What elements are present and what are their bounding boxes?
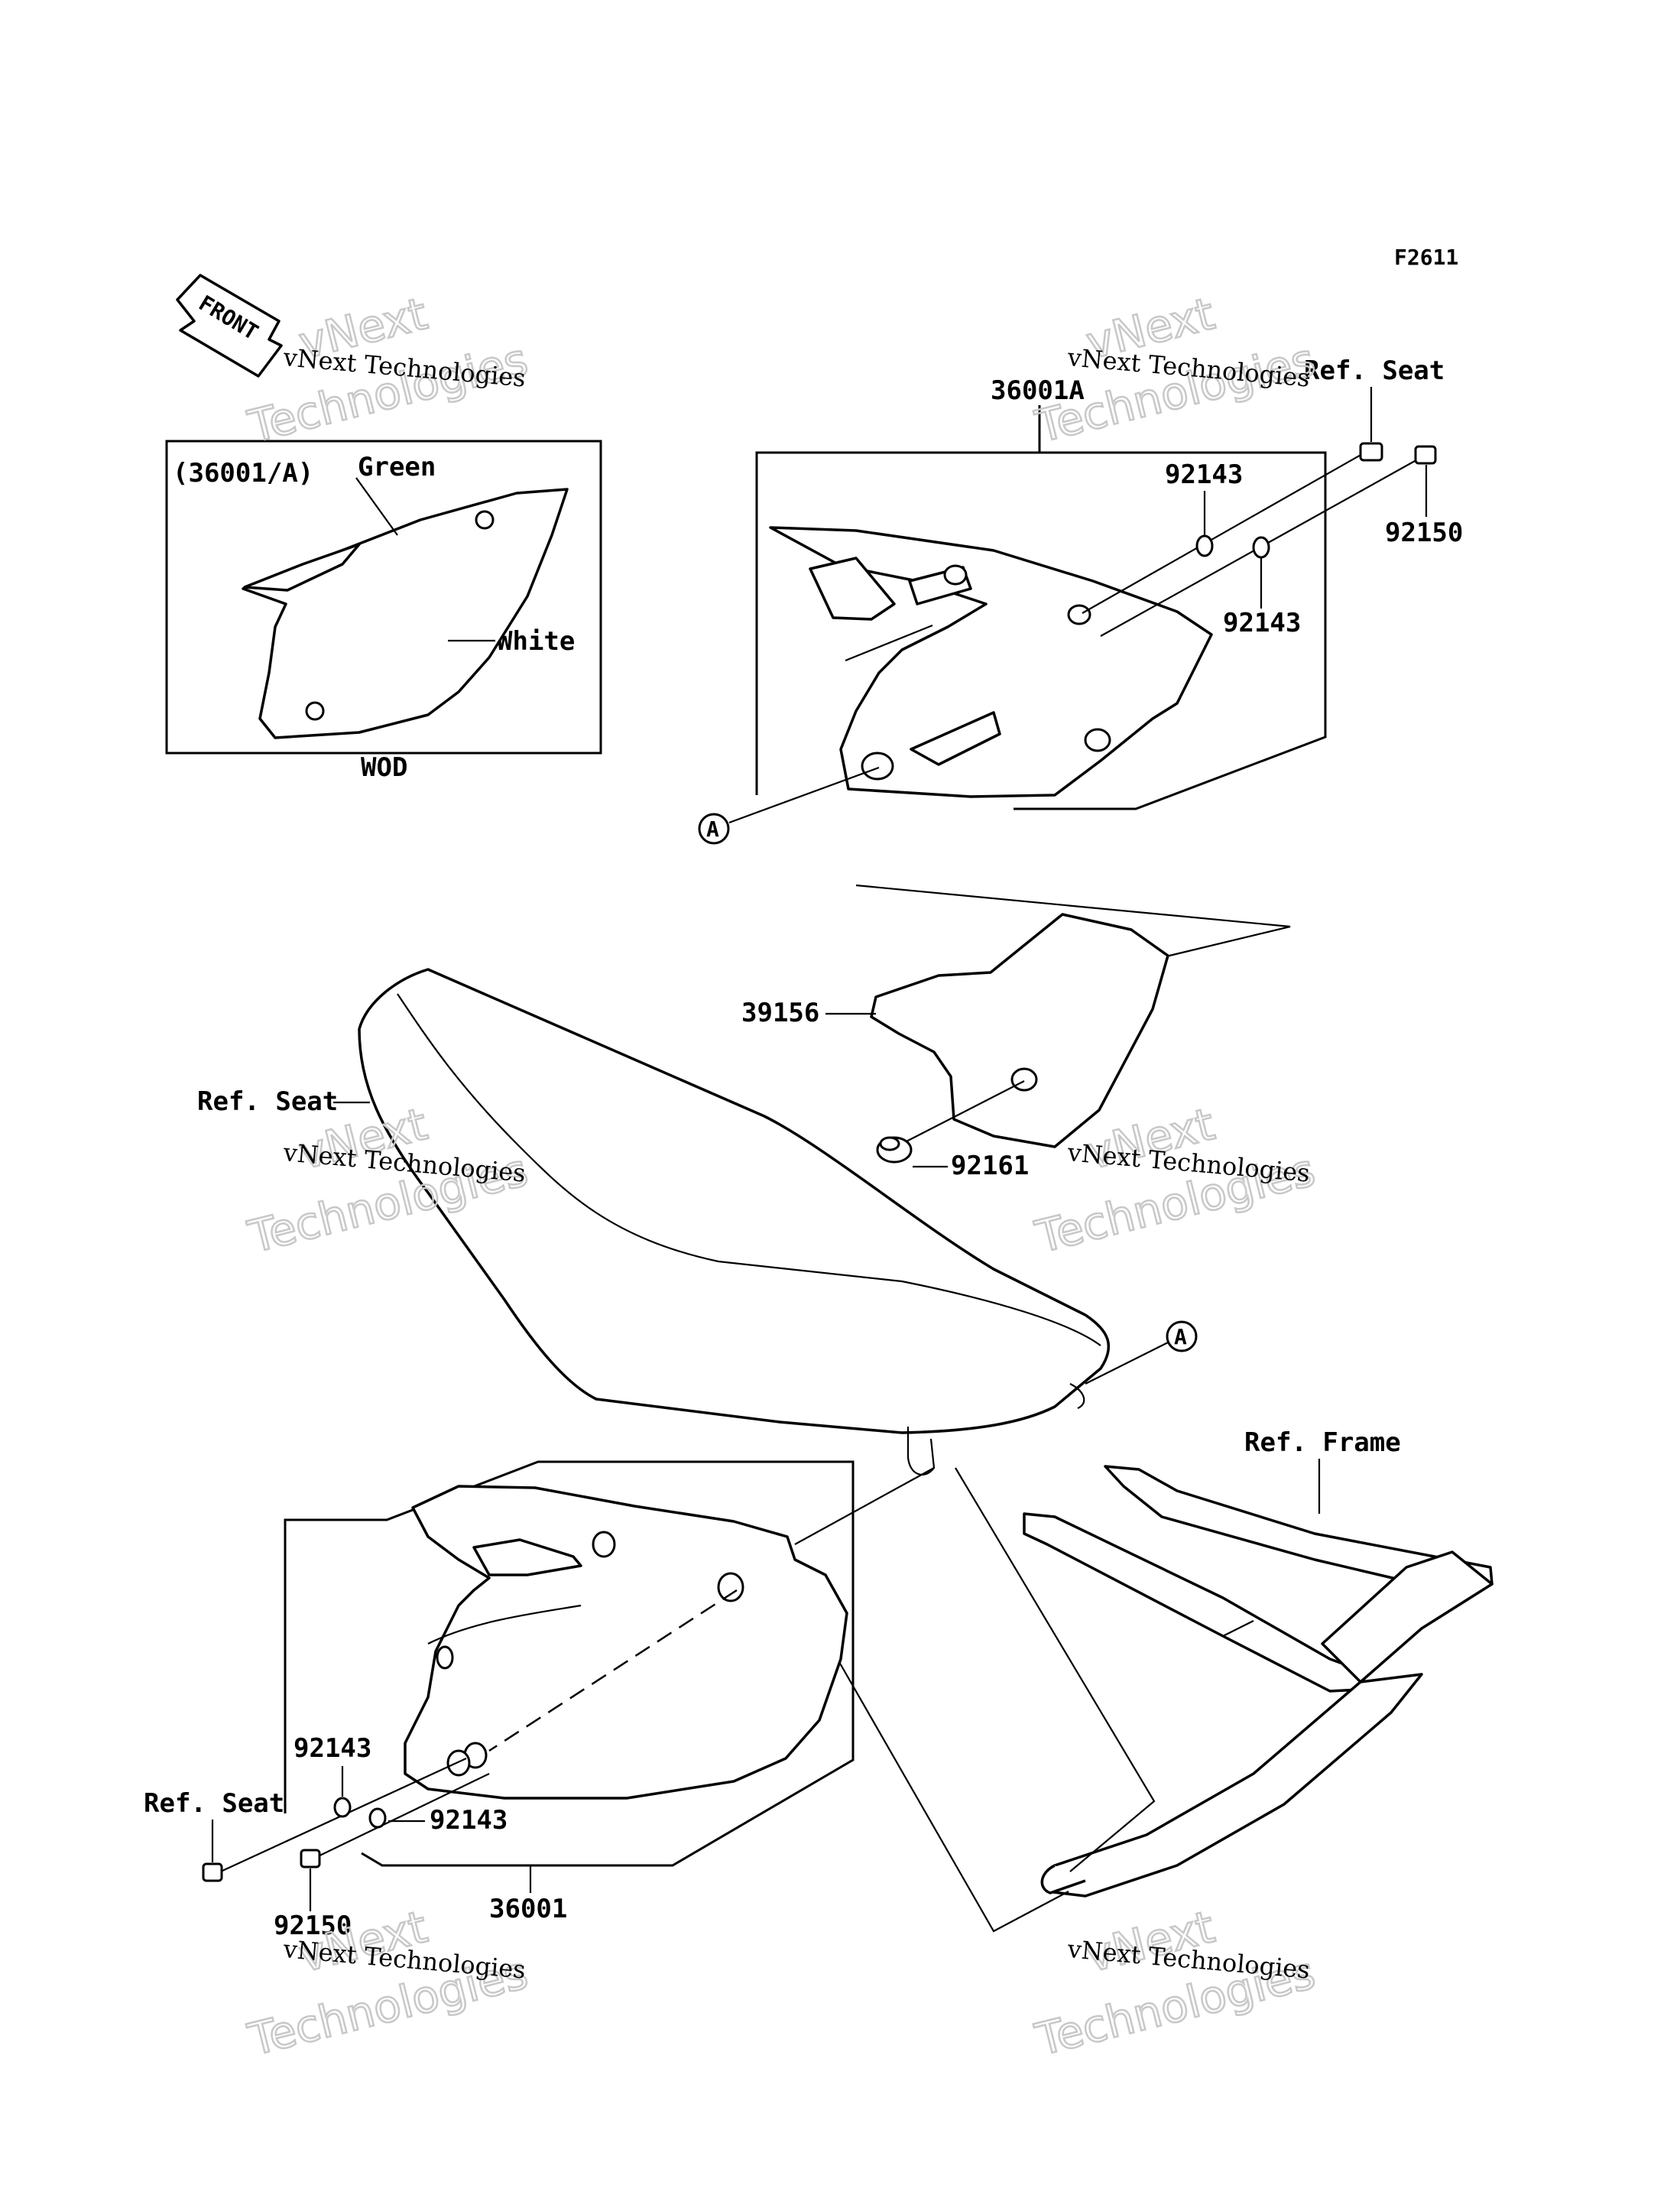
front-arrow-icon: FRONT — [176, 274, 283, 378]
label-92143-d: 92143 — [430, 1805, 508, 1836]
label-92143-c: 92143 — [294, 1733, 371, 1764]
svg-text:A: A — [706, 817, 719, 842]
washer-lower-1 — [333, 1797, 352, 1818]
label-92150-upper: 92150 — [1385, 518, 1463, 548]
ref-seat-lower: Ref. Seat — [144, 1788, 284, 1819]
washer-upper-1 — [1195, 534, 1214, 557]
seat — [358, 968, 1110, 1476]
figure-code: F2611 — [1394, 245, 1458, 270]
label-92150-lower: 92150 — [274, 1911, 352, 1941]
connector-a-lower — [1166, 1320, 1198, 1352]
svg-text:A: A — [1174, 1324, 1187, 1349]
side-cover-36001a — [769, 526, 1213, 798]
label-36001a: 36001A — [991, 375, 1085, 406]
ref-seat-bolt-lower — [202, 1862, 223, 1882]
ref-frame: Ref. Frame — [1244, 1427, 1401, 1458]
damper-92161 — [876, 1136, 913, 1164]
callout-36001a — [755, 451, 1327, 810]
callout-36001 — [284, 1460, 855, 1867]
connector-a-upper — [698, 813, 730, 845]
variant-label: WOD — [361, 752, 407, 783]
color-label-white: White — [497, 626, 575, 657]
ref-seat-middle: Ref. Seat — [197, 1086, 338, 1117]
inset-box — [165, 440, 602, 755]
washer-lower-2 — [368, 1807, 387, 1829]
color-label-green: Green — [358, 452, 436, 482]
washer-upper-2 — [1252, 536, 1270, 559]
inset-title: (36001/A) — [173, 458, 313, 489]
label-92143-b: 92143 — [1223, 608, 1301, 638]
label-92143-a: 92143 — [1165, 459, 1243, 490]
ref-seat-bolt-upper — [1359, 442, 1383, 462]
label-36001: 36001 — [489, 1894, 567, 1924]
frame — [1023, 1465, 1494, 1898]
inset-side-cover — [242, 477, 569, 739]
bolt-92150-lower — [300, 1849, 321, 1868]
label-92161: 92161 — [951, 1151, 1029, 1181]
bolt-92150-upper — [1414, 445, 1437, 465]
pad-39156 — [870, 913, 1169, 1148]
side-cover-36001 — [404, 1485, 848, 1800]
ref-seat-upper: Ref. Seat — [1304, 356, 1445, 386]
label-39156: 39156 — [741, 998, 819, 1028]
